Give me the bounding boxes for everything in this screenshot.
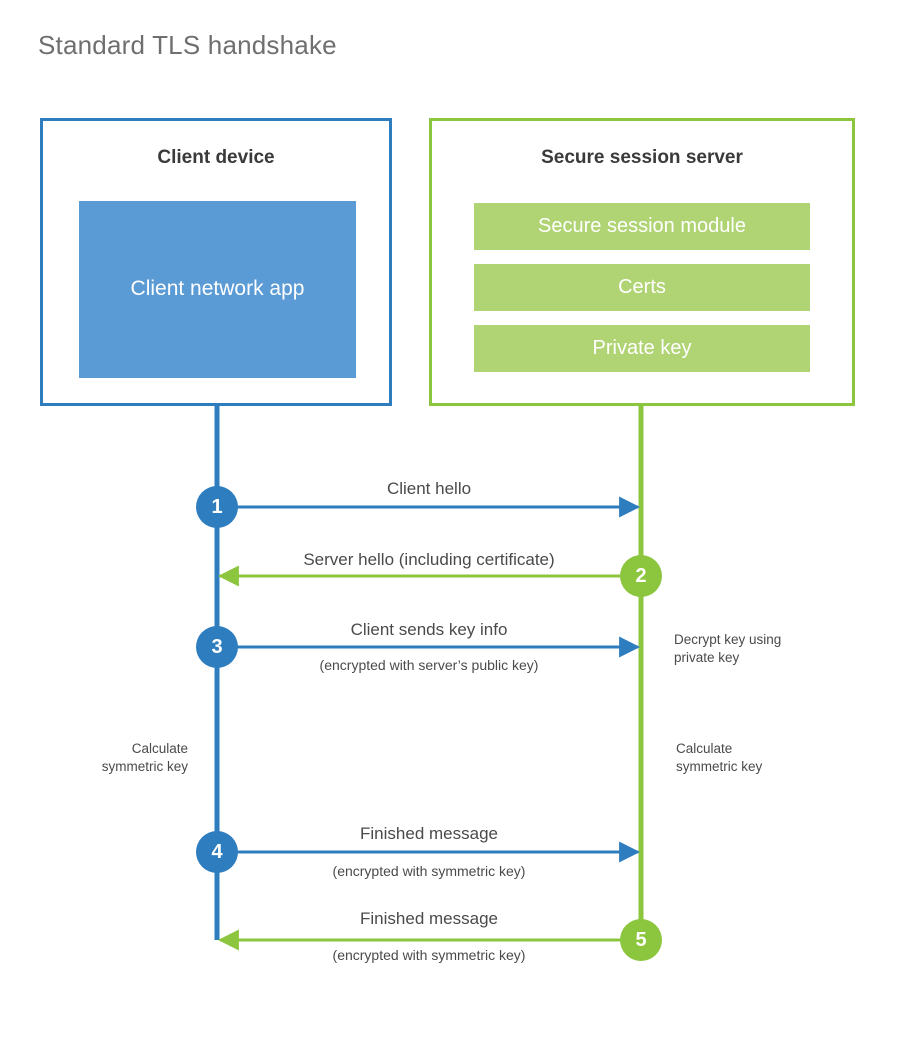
message-label-5: Finished message (360, 909, 498, 928)
step-marker-4[interactable]: 4 (196, 831, 238, 873)
annotation-server-calc-line1: Calculate (676, 741, 733, 756)
server-block-certs: Certs (474, 264, 810, 311)
client-network-app-block: Client network app (79, 201, 356, 378)
step-marker-2[interactable]: 2 (620, 555, 662, 597)
annotation-client-calculate-symmetric-key: Calculate symmetric key (28, 740, 188, 776)
client-device-title: Client device (157, 147, 275, 168)
annotation-client-calc-line1: Calculate (131, 741, 188, 756)
annotation-client-calc-line2: symmetric key (101, 759, 188, 775)
message-sublabel-4: (encrypted with symmetric key) (332, 863, 526, 879)
annotation-server-decrypt: Decrypt key using private key (674, 631, 781, 667)
message-label-4: Finished message (360, 824, 498, 843)
step-marker-5[interactable]: 5 (620, 919, 662, 961)
message-label-1: Client hello (386, 479, 472, 498)
secure-session-server-box: Secure session server Secure session mod… (429, 118, 855, 406)
annotation-server-decrypt-line1: Decrypt key using (674, 632, 782, 647)
server-block-private-key: Private key (474, 325, 810, 372)
annotation-server-calculate-symmetric-key: Calculate symmetric key (676, 740, 856, 776)
annotation-server-calc-line2: symmetric key (676, 759, 763, 775)
message-label-2: Server hello (including certificate) (303, 550, 555, 569)
step-marker-3[interactable]: 3 (196, 626, 238, 668)
message-sublabel-5: (encrypted with symmetric key) (332, 947, 526, 963)
message-label-3: Client sends key info (350, 620, 508, 639)
step-marker-1[interactable]: 1 (196, 486, 238, 528)
annotation-server-decrypt-line2: private key (674, 650, 740, 666)
message-sublabel-3: (encrypted with server’s public key) (319, 657, 539, 673)
client-device-box: Client device Client network app (40, 118, 392, 406)
secure-session-server-title: Secure session server (541, 147, 743, 168)
server-block-secure-session-module: Secure session module (474, 203, 810, 250)
page-title: Standard TLS handshake (38, 30, 337, 60)
